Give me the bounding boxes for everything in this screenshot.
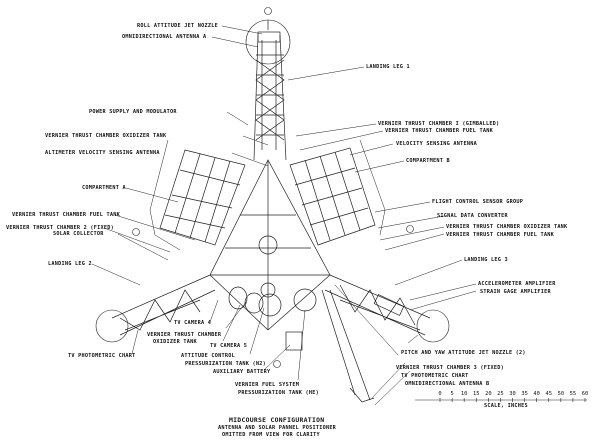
axis-markers (132, 7, 414, 368)
scale-tick-label: 0 (438, 391, 442, 397)
scale-tick-label: 50 (557, 391, 565, 397)
label-attitude-control-1: ATTITUDE CONTROL (181, 353, 235, 359)
label-vernier-oxidizer-tank-bottom-2: OXIDIZER TANK (153, 339, 197, 345)
label-vernier-oxidizer-tank-right: VERNIER THRUST CHAMBER OXIDIZER TANK (446, 224, 568, 230)
label-signal-data-converter: SIGNAL DATA CONVERTER (437, 213, 508, 219)
scale-label: SCALE, INCHES (484, 403, 528, 409)
scale-bar (415, 399, 587, 401)
label-auxiliary-battery: AUXILIARY BATTERY (213, 369, 271, 375)
landing-leg-3-truss (324, 274, 450, 343)
lower-equipment (228, 286, 375, 403)
label-omnidirectional-antenna-b: OMNIDIRECTIONAL ANTENNA B (405, 381, 490, 387)
label-attitude-control-2: PRESSURIZATION TANK (N2) (185, 361, 266, 367)
scale-tick-label: 5 (450, 391, 454, 397)
label-solar-collector: SOLAR COLLECTOR (53, 231, 104, 237)
scale-tick-label: 30 (509, 391, 516, 397)
label-vernier-fuel-system-1: VERNIER FUEL SYSTEM (235, 382, 300, 388)
label-vernier-chamber-3-fixed: VERNIER THRUST CHAMBER 3 (FIXED) (396, 365, 504, 371)
scale-tick-label: 20 (485, 391, 492, 397)
compartment-a-panel (149, 139, 246, 251)
label-tv-camera-4: TV CAMERA 4 (174, 320, 212, 326)
label-roll-attitude-jet-nozzle: ROLL ATTITUDE JET NOZZLE (137, 23, 218, 29)
axis-marker-bottom (273, 360, 281, 368)
scale-tick-label: 35 (521, 391, 528, 397)
label-landing-leg-1: LANDING LEG 1 (366, 64, 410, 70)
caption-line-1: ANTENNA AND SOLAR PANNEL POSITIONER (218, 425, 337, 431)
label-accelerometer-amplifier: ACCELEROMETER AMPLIFIER (478, 281, 556, 287)
scale-tick-label: 60 (581, 391, 589, 397)
label-flight-control-sensor-group: FLIGHT CONTROL SENSOR GROUP (432, 199, 524, 205)
landing-leg-1-truss (245, 19, 291, 161)
caption-title: MIDCOURSE CONFIGURATION (229, 416, 325, 424)
label-vernier-oxidizer-tank-top: VERNIER THRUST CHAMBER OXIDIZER TANK (45, 133, 167, 139)
axis-marker-left (132, 228, 140, 236)
compartment-b-panel (289, 139, 386, 246)
leader-lines (91, 25, 477, 406)
label-velocity-sensing-antenna: VELOCITY SENSING ANTENNA (396, 141, 477, 147)
label-tv-photometric-chart-left: TV PHOTOMETRIC CHART (68, 353, 136, 359)
label-tv-photometric-chart-right: TV PHOTOMETRIC CHART (401, 373, 469, 379)
label-vernier-chamber-gimballed: VERNIER THRUST CHAMBER I (GIMBALLED) (378, 121, 500, 127)
label-vernier-fuel-tank-left: VERNIER THRUST CHAMBER FUEL TANK (12, 212, 120, 218)
label-vernier-oxidizer-tank-bottom-1: VERNIER THRUST CHAMBER (147, 332, 222, 338)
label-pitch-yaw-jet-nozzle: PITCH AND YAW ATTITUDE JET NOZZLE (2) (401, 350, 526, 356)
label-vernier-fuel-tank-top: VERNIER THRUST CHAMBER FUEL TANK (385, 128, 493, 134)
scale-tick-label: 15 (473, 391, 480, 397)
label-vernier-fuel-tank-right: VERNIER THRUST CHAMBER FUEL TANK (446, 232, 554, 238)
label-tv-camera-5: TV CAMERA 5 (210, 343, 248, 349)
scale-tick-label: 55 (569, 391, 577, 397)
label-compartment-a: COMPARTMENT A (82, 185, 126, 191)
central-frame (209, 159, 331, 331)
label-landing-leg-3: LANDING LEG 3 (464, 257, 508, 263)
scale-tick-label: 45 (545, 391, 553, 397)
axis-marker-top (264, 7, 272, 15)
label-altimeter-antenna: ALTIMETER VELOCITY SENSING ANTENNA (45, 150, 160, 156)
axis-marker-right (406, 225, 414, 233)
label-vernier-fuel-system-2: PRESSURIZATION TANK (He) (238, 390, 319, 396)
label-power-supply-modulator: POWER SUPPLY AND MODULATOR (89, 109, 177, 115)
caption-line-2: OMITTED FROM VIEW FOR CLARITY (222, 432, 320, 438)
label-vernier-chamber-2-fixed: VERNIER THRUST CHAMBER 2 (FIXED) (6, 225, 114, 231)
label-compartment-b: COMPARTMENT B (406, 158, 450, 164)
label-landing-leg-2: LANDING LEG 2 (48, 261, 92, 267)
scale-tick-label: 40 (533, 391, 540, 397)
label-strain-gage-amplifier: STRAIN GAGE AMPLIFIER (480, 289, 551, 295)
scale-tick-label: 10 (460, 391, 468, 397)
scale-tick-label: 25 (497, 391, 504, 397)
landing-leg-2-truss (95, 274, 216, 343)
label-omnidirectional-antenna-a: OMNIDIRECTIONAL ANTENNA A (122, 34, 207, 40)
